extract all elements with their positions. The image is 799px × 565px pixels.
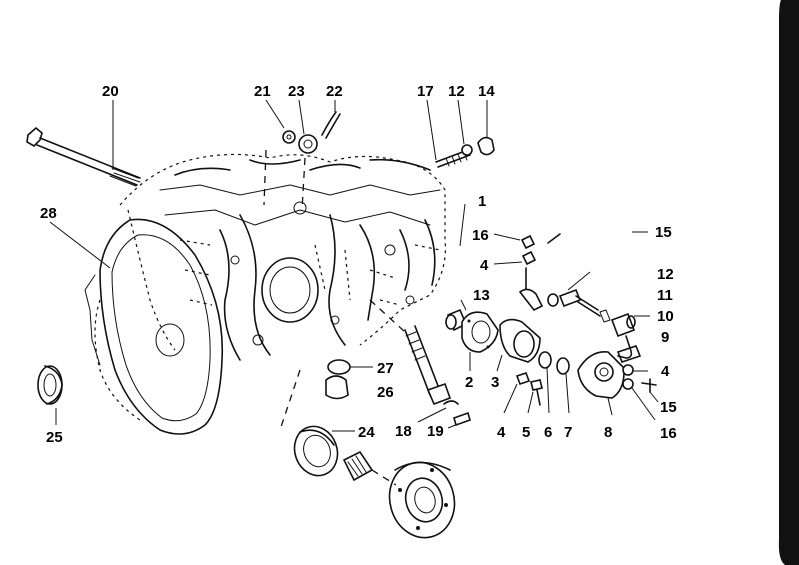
callout-4-right: 4 (661, 363, 670, 380)
part-25-seal (37, 365, 63, 425)
callout-9: 9 (661, 329, 669, 346)
part-4-upper-nut (493, 250, 537, 266)
callout-11: 11 (657, 287, 673, 304)
part-24-seal-ring (293, 425, 355, 477)
part-16-lower-washer (622, 378, 656, 421)
callout-22: 22 (326, 83, 343, 100)
callout-20: 20 (102, 83, 119, 100)
part-17-stud (426, 99, 471, 168)
callout-12-top: 12 (448, 83, 465, 100)
callout-26: 26 (377, 384, 394, 401)
callout-14: 14 (478, 83, 495, 100)
callout-23: 23 (288, 83, 305, 100)
part-20-long-bolt (26, 100, 141, 187)
callout-17: 17 (417, 83, 434, 100)
part-16-upper-washer (493, 233, 536, 250)
callout-15-lower: 15 (660, 399, 677, 416)
callout-24: 24 (358, 424, 375, 441)
part-23-gear-nut (298, 99, 318, 154)
part-9-link (617, 335, 633, 359)
callout-12-right: 12 (657, 266, 674, 283)
callout-7: 7 (564, 424, 572, 441)
bearing-roller (342, 450, 374, 482)
part-14-cap (477, 100, 495, 156)
callout-1: 1 (478, 193, 486, 210)
part-lever-arm (518, 267, 544, 312)
part-19-key (447, 411, 471, 429)
bell-housing (84, 218, 224, 435)
callout-5: 5 (522, 424, 530, 441)
part-15-lower-pin (641, 378, 659, 403)
part-shaft (404, 325, 452, 406)
callout-28: 28 (40, 205, 57, 222)
hub-flange (388, 461, 456, 539)
part-22-spring-clip (321, 100, 341, 139)
callout-8: 8 (604, 424, 612, 441)
part-15-upper-pin (547, 231, 648, 244)
part-6-circlip (538, 351, 552, 414)
part-2-gasket (461, 311, 499, 371)
callout-19: 19 (427, 423, 444, 440)
part-5-bolt (527, 379, 543, 414)
callout-27: 27 (377, 360, 394, 377)
callout-2: 2 (465, 374, 473, 391)
engine-block (119, 153, 447, 361)
part-12-11-rod (547, 271, 601, 317)
callout-13: 13 (473, 287, 490, 304)
callout-3: 3 (491, 374, 499, 391)
part-3-housing (496, 318, 541, 372)
callout-16-lower: 16 (660, 425, 677, 442)
part-12-nut-top (457, 99, 473, 156)
callout-15-upper: 15 (655, 224, 672, 241)
part-8-pump-body (577, 345, 642, 416)
callout-6: 6 (544, 424, 552, 441)
callout-21: 21 (254, 83, 271, 100)
part-26-plug (325, 375, 349, 400)
part-27-ring (327, 359, 373, 375)
callout-4-lower: 4 (497, 424, 506, 441)
callout-25: 25 (46, 429, 63, 446)
part-7-ring (556, 357, 570, 414)
page-edge-bar (778, 0, 799, 565)
callout-labels: 20 21 23 22 17 12 14 1 16 15 4 12 11 13 … (40, 83, 677, 446)
part-4-right-nut (622, 364, 648, 376)
part-4-nut-low (503, 371, 531, 414)
callout-4-upper: 4 (480, 257, 489, 274)
callout-16-upper: 16 (472, 227, 489, 244)
callout-18: 18 (395, 423, 412, 440)
callout-10: 10 (657, 308, 674, 325)
part-21-washer (265, 99, 296, 144)
part-18-clip (417, 400, 459, 423)
part-10-fitting (599, 309, 650, 338)
leader-28 (49, 221, 111, 269)
